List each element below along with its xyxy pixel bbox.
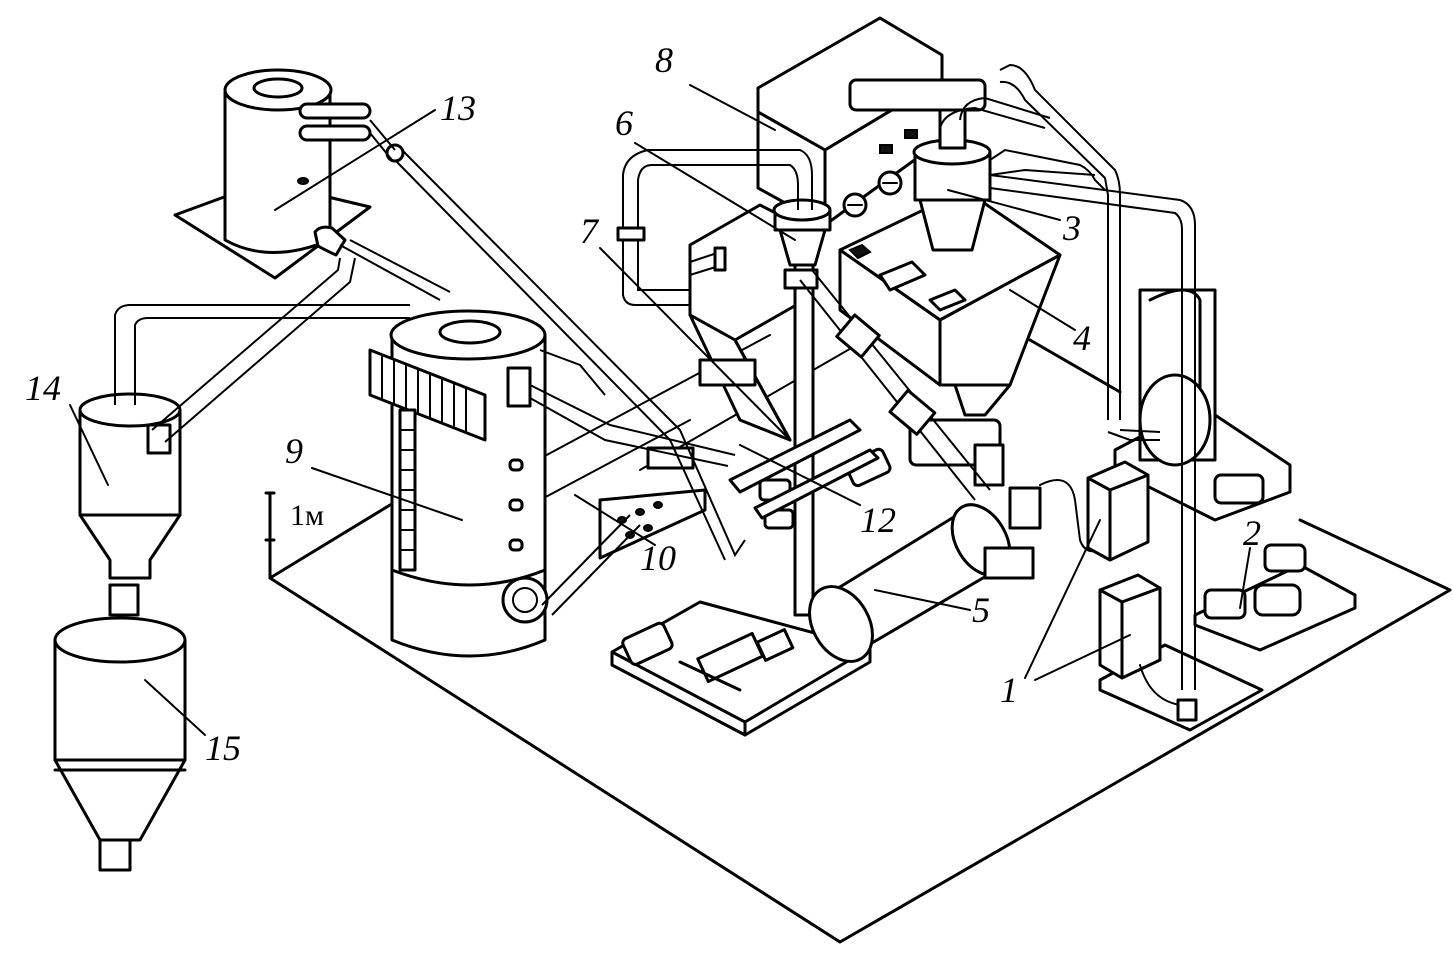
label-10: 10 [640,538,676,578]
label-12: 12 [860,500,896,540]
unit-3 [912,108,992,252]
label-4: 4 [1073,318,1091,358]
unit-7 [688,203,807,442]
unit-1 [1086,460,1198,722]
callout-labels: 8 6 7 3 4 5 12 10 9 14 15 13 1 2 [25,40,1261,768]
label-15: 15 [205,728,241,768]
label-3: 3 [1062,208,1081,248]
scale-label: 1м [290,499,324,532]
unit-6 [772,198,832,617]
label-9: 9 [285,431,303,471]
label-5: 5 [972,590,990,630]
leader-lines [69,84,1251,736]
label-1: 1 [1000,670,1018,710]
unit-9 [368,309,549,658]
label-8: 8 [655,40,673,80]
unit-15 [53,616,187,872]
floor-platform [268,338,1452,944]
unit-2 [1138,288,1217,467]
pipelines [114,63,1196,690]
label-6: 6 [615,103,633,143]
label-13: 13 [440,88,476,128]
label-14: 14 [25,368,61,408]
scale-bar: 1м [264,491,324,580]
drive-units [621,447,1307,692]
label-2: 2 [1243,513,1261,553]
unit-4 [838,188,1062,487]
label-7: 7 [580,211,600,251]
unit-14 [78,392,182,617]
unit-5 [808,479,1101,663]
fins [381,354,467,433]
unit-13 [173,68,405,280]
